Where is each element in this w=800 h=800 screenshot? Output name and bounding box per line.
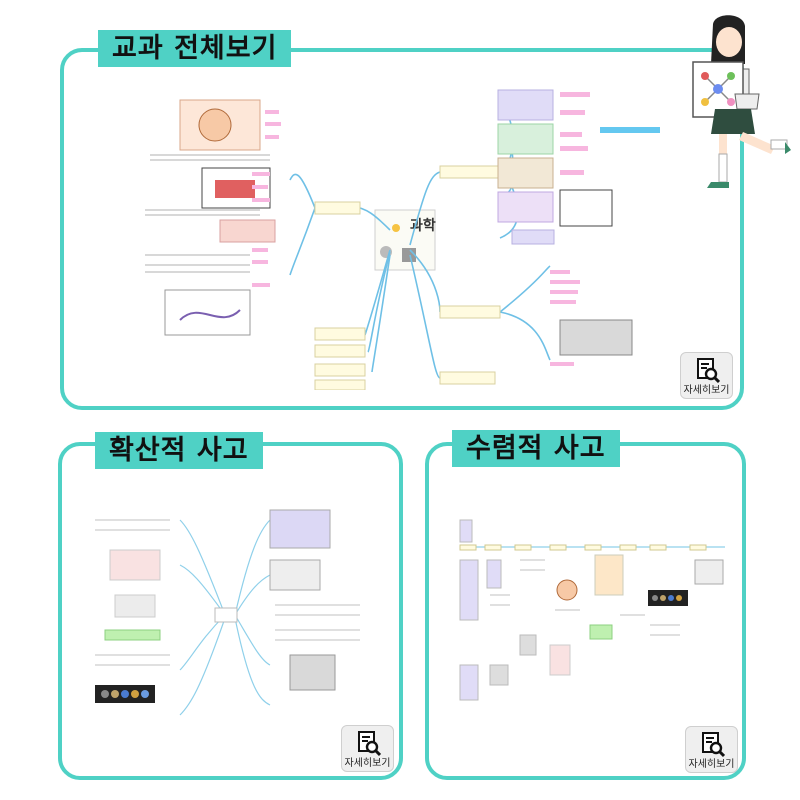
detail-button-label: 자세히보기 bbox=[683, 385, 730, 396]
divergent-title: 확산적 사고 bbox=[95, 432, 263, 469]
divergent-mindmap[interactable] bbox=[90, 490, 375, 730]
magnifier-document-icon bbox=[697, 358, 720, 384]
detail-button-label: 자세히보기 bbox=[688, 759, 735, 770]
overview-mindmap[interactable]: 과학 bbox=[140, 80, 670, 390]
magnifier-document-icon bbox=[702, 732, 725, 758]
convergent-detail-button[interactable]: 자세히보기 bbox=[685, 726, 738, 773]
divergent-detail-button[interactable]: 자세히보기 bbox=[341, 725, 394, 772]
center-node: 과학 bbox=[374, 209, 436, 271]
overview-detail-button[interactable]: 자세히보기 bbox=[680, 352, 733, 399]
convergent-title: 수렴적 사고 bbox=[452, 430, 620, 467]
detail-button-label: 자세히보기 bbox=[344, 758, 391, 769]
convergent-mindmap[interactable] bbox=[455, 515, 740, 710]
magnifier-document-icon bbox=[358, 731, 381, 757]
overview-title: 교과 전체보기 bbox=[98, 30, 292, 67]
student-mascot-illustration bbox=[692, 15, 791, 188]
